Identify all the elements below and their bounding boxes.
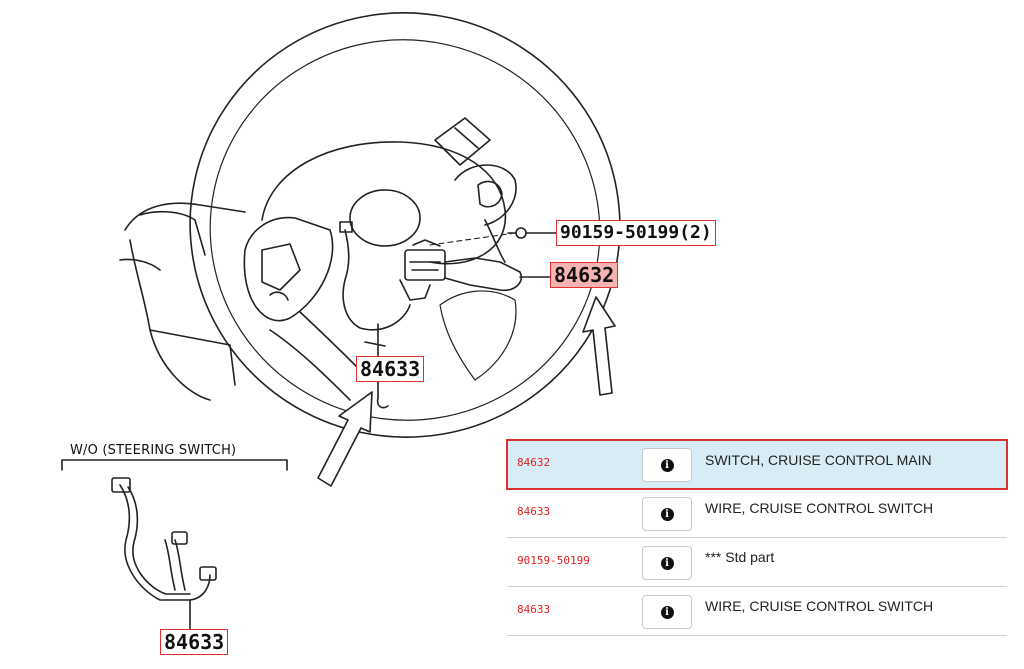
variant-label: W/O (STEERING SWITCH) (70, 443, 237, 458)
wire-harness-top (342, 229, 411, 331)
callout-main-switch[interactable]: 84632 (550, 262, 619, 288)
info-button[interactable]: i (642, 448, 692, 482)
steering-wheel-hub (261, 141, 507, 265)
part-description: SWITCH, CRUISE CONTROL MAIN (705, 452, 932, 468)
table-row[interactable]: 84632 i SWITCH, CRUISE CONTROL MAIN (506, 439, 1008, 490)
parts-table: 84632 i SWITCH, CRUISE CONTROL MAIN 8463… (506, 439, 1008, 636)
arrow-to-switch (582, 296, 616, 396)
part-number[interactable]: 84633 (517, 505, 551, 518)
callout-screw[interactable]: 90159-50199(2) (556, 220, 716, 246)
part-description: WIRE, CRUISE CONTROL SWITCH (705, 598, 934, 614)
part-number[interactable]: 84632 (517, 456, 551, 469)
info-circle-icon: i (660, 458, 674, 472)
cruise-switch-body (404, 249, 446, 281)
wire-harness-bottom (119, 484, 211, 601)
screw (515, 227, 527, 239)
info-button[interactable]: i (642, 497, 692, 531)
info-circle-icon: i (660, 556, 674, 570)
info-circle-icon: i (660, 605, 674, 619)
table-row[interactable]: 84633 i WIRE, CRUISE CONTROL SWITCH (507, 489, 1007, 538)
info-circle-icon: i (660, 507, 674, 521)
part-description: *** Std part (705, 549, 775, 565)
callout-wire-top[interactable]: 84633 (356, 356, 425, 382)
info-button[interactable]: i (642, 546, 692, 580)
info-button[interactable]: i (642, 595, 692, 629)
table-row[interactable]: 90159-50199 i *** Std part (507, 538, 1007, 587)
callout-wire-bottom[interactable]: 84633 (160, 629, 229, 655)
arrow-to-wire (317, 391, 373, 487)
part-description: WIRE, CRUISE CONTROL SWITCH (705, 500, 934, 516)
part-number[interactable]: 84633 (517, 603, 551, 616)
table-row[interactable]: 84633 i WIRE, CRUISE CONTROL SWITCH (507, 587, 1007, 636)
horn-pad (349, 189, 421, 247)
part-number[interactable]: 90159-50199 (517, 554, 590, 567)
